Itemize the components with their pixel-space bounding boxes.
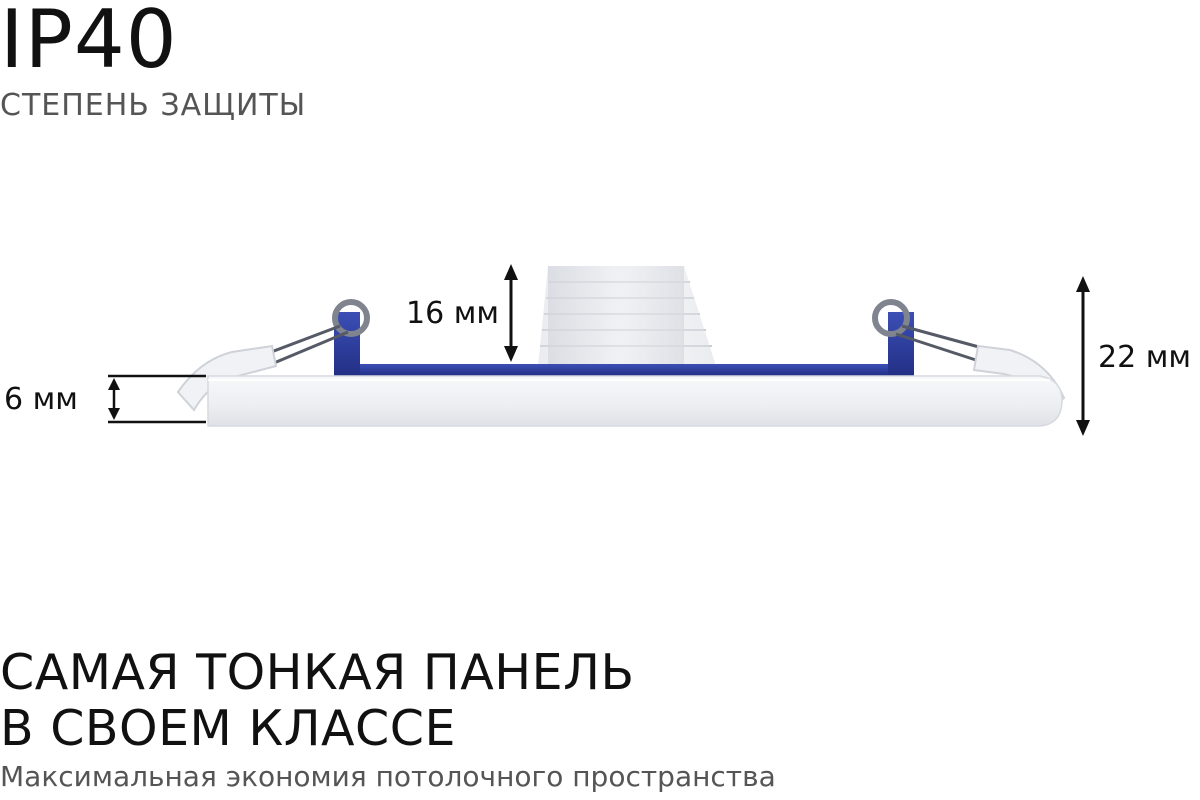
feature-title-line1: САМАЯ ТОНКАЯ ПАНЕЛЬ — [0, 644, 635, 701]
feature-caption: Максимальная экономия потолочного простр… — [0, 760, 776, 793]
protection-label: СТЕПЕНЬ ЗАЩИТЫ — [0, 88, 307, 123]
dimension-22mm-label: 22 мм — [1098, 340, 1191, 375]
dimension-16mm-arrow — [504, 264, 518, 362]
feature-title: САМАЯ ТОНКАЯ ПАНЕЛЬ В СВОЕМ КЛАССЕ — [0, 645, 635, 757]
feature-title-line2: В СВОЕМ КЛАССЕ — [0, 700, 456, 757]
dimension-16mm-label: 16 мм — [406, 296, 499, 331]
ip-rating: IP40 — [0, 0, 178, 86]
dimension-22mm-arrow — [1076, 276, 1090, 436]
dimension-6mm-label: 6 мм — [4, 382, 78, 417]
driver-block — [538, 266, 716, 366]
panel-body — [207, 375, 1063, 427]
dimension-6mm-arrow — [108, 374, 206, 424]
